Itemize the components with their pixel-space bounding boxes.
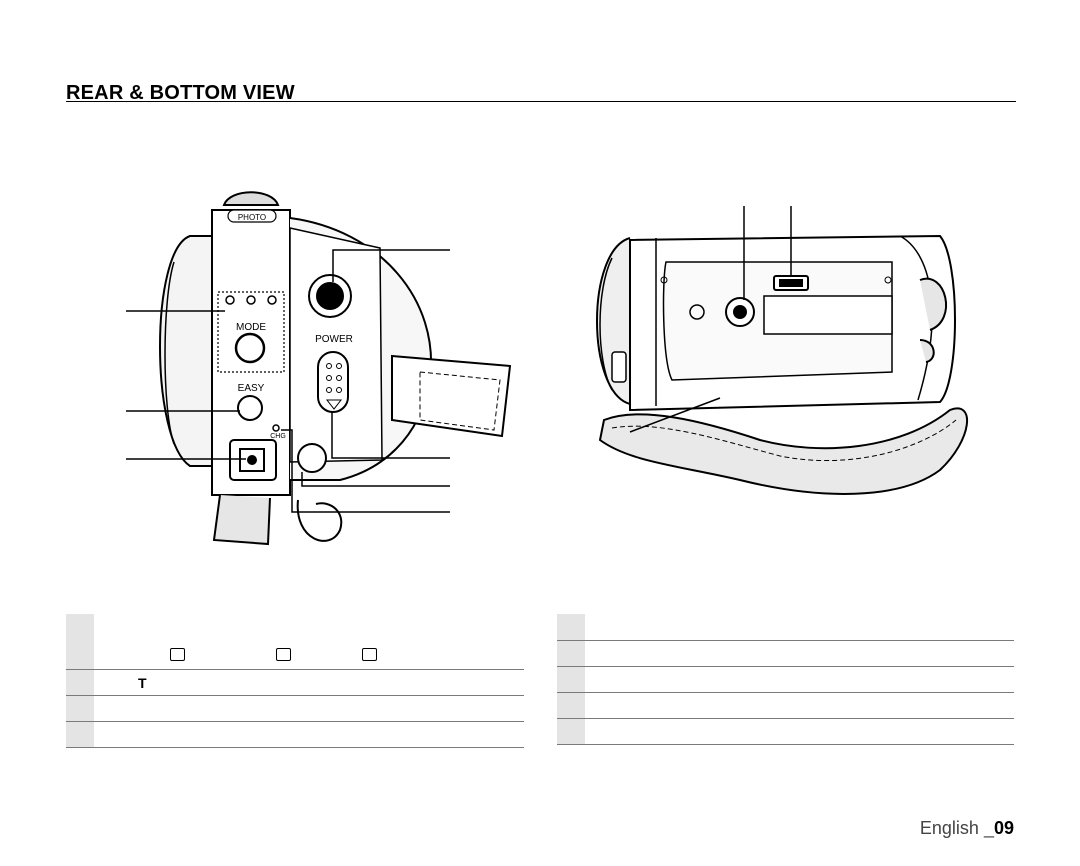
legend-number-cell — [557, 640, 585, 667]
legend-number-cell — [557, 666, 585, 693]
legend-row — [557, 666, 1014, 693]
legend-number-cell — [66, 669, 94, 696]
page-number: 09 — [993, 818, 1014, 838]
legend-table-right — [557, 614, 1014, 745]
legend-number-cell — [66, 695, 94, 722]
chg-label: CHG — [270, 433, 286, 440]
legend-number-cell — [557, 614, 585, 641]
legend-description-cell — [585, 640, 1014, 667]
legend-row — [557, 718, 1014, 745]
legend-number-cell — [557, 692, 585, 719]
power-label: POWER — [315, 334, 353, 345]
legend-number-cell — [66, 614, 94, 670]
title-rule — [66, 101, 1016, 102]
rear-view — [159, 191, 512, 546]
legend-row — [557, 614, 1014, 641]
bottom-view — [596, 234, 969, 495]
legend-description-cell — [585, 718, 1014, 745]
mode-label: MODE — [236, 322, 266, 333]
legend-number-cell — [66, 721, 94, 748]
legend-description-cell — [94, 614, 524, 670]
movie-camera-icon — [170, 648, 185, 661]
legend-row — [557, 640, 1014, 667]
telephoto-letter: T — [138, 674, 147, 691]
legend-description-cell — [94, 695, 524, 722]
legend-row — [66, 721, 524, 748]
legend-row — [66, 614, 524, 670]
legend-description-cell — [94, 721, 524, 748]
page-footer: English _09 — [920, 818, 1014, 839]
legend-description-cell — [585, 666, 1014, 693]
page-title: REAR & BOTTOM VIEW — [66, 82, 295, 104]
easy-label: EASY — [238, 383, 265, 394]
legend-description-cell — [585, 614, 1014, 641]
legend-table-left: T — [66, 614, 524, 748]
play-icon — [362, 648, 377, 661]
legend-row: T — [66, 669, 524, 696]
legend-description-cell — [585, 692, 1014, 719]
legend-row — [66, 695, 524, 722]
footer-language: English _ — [919, 818, 994, 838]
legend-description-cell: T — [94, 669, 524, 696]
rear-view-text: PHOTO MODE EASY POWER CHG — [236, 213, 353, 440]
photo-camera-icon — [276, 648, 291, 661]
legend-row — [557, 692, 1014, 719]
legend-number-cell — [557, 718, 585, 745]
photo-label: PHOTO — [238, 213, 266, 222]
rear-callout-lines — [126, 249, 450, 513]
bottom-callout-lines — [743, 206, 792, 300]
